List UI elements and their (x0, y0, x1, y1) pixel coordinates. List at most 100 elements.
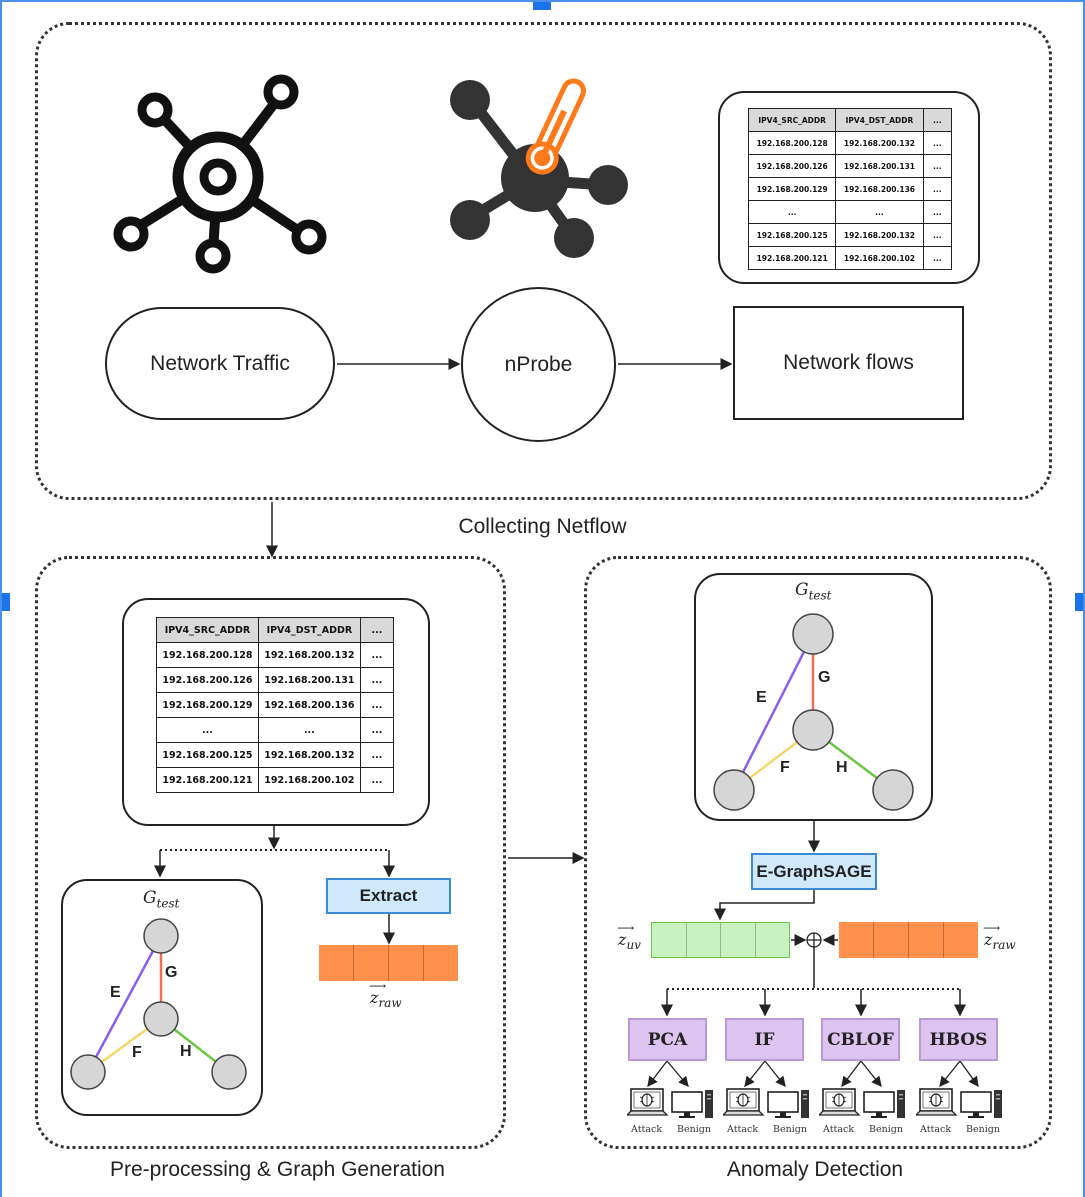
table-header: ... (359, 617, 395, 643)
attack-laptop-icon (819, 1088, 861, 1116)
benign-desktop-icon (960, 1090, 1002, 1118)
table-cell: 192.168.200.121 (747, 246, 837, 270)
table-cell: ... (359, 642, 395, 668)
table-cell: ... (257, 717, 361, 743)
table-cell: ... (359, 742, 395, 768)
selection-line-right (1083, 0, 1085, 1197)
benign-desktop-icon (863, 1090, 905, 1118)
table-cell: ... (922, 246, 953, 270)
z-raw-vector-right (839, 922, 978, 958)
table-cell: 192.168.200.131 (257, 667, 361, 693)
table-cell: ... (922, 200, 953, 224)
edge-label-g-right: G (818, 669, 831, 686)
z-raw-label-left: ⟶zraw (369, 979, 402, 1011)
preprocessing-frame (35, 556, 506, 1149)
table-cell: ... (922, 154, 953, 178)
model-pca: PCA (628, 1018, 707, 1061)
table-cell: 192.168.200.131 (835, 154, 924, 178)
graph-left (70, 918, 247, 1090)
edge-label-f-left: F (132, 1044, 142, 1061)
anomaly-detection-frame (584, 556, 1052, 1149)
graph-node (713, 769, 755, 811)
table-cell: 192.168.200.128 (156, 642, 259, 668)
selection-line-top (0, 0, 1085, 2)
graph-right (713, 613, 914, 811)
selection-handle-right[interactable] (1075, 593, 1085, 611)
table-header: ... (922, 108, 953, 132)
table-cell: ... (359, 667, 395, 693)
benign-label: Benign (677, 1124, 711, 1135)
edge-label-f-right: F (780, 759, 790, 776)
collecting-netflow-frame (35, 22, 1052, 500)
table-cell: 192.168.200.128 (747, 131, 837, 155)
network-hub-icon (113, 74, 327, 274)
table-cell: 192.168.200.102 (835, 246, 924, 270)
table-cell: 192.168.200.121 (156, 767, 259, 793)
table-header: IPV4_DST_ADDR (835, 108, 924, 132)
attack-label: Attack (631, 1124, 663, 1135)
benign-label: Benign (773, 1124, 807, 1135)
table-header: IPV4_DST_ADDR (257, 617, 361, 643)
z-raw-label-right: ⟶zraw (983, 921, 1016, 953)
model-cblof: CBLOF (821, 1018, 900, 1061)
z-uv-label: ⟶zuv (617, 921, 641, 953)
table-cell: 192.168.200.126 (747, 154, 837, 178)
model-hbos: HBOS (919, 1018, 998, 1061)
benign-label: Benign (966, 1124, 1000, 1135)
table-cell: 192.168.200.132 (257, 642, 361, 668)
edge-label-h-right: H (836, 759, 848, 776)
attack-label: Attack (920, 1124, 952, 1135)
table-cell: ... (359, 767, 395, 793)
selection-line-left (0, 0, 2, 1197)
graph-node (143, 1001, 179, 1037)
collecting-netflow-title: Collecting Netflow (458, 515, 627, 538)
table-header: IPV4_SRC_ADDR (156, 617, 259, 643)
graph-node (143, 918, 179, 954)
egraphsage-box: E-GraphSAGE (751, 853, 877, 890)
graph-node (792, 709, 834, 751)
table-cell: 192.168.200.126 (156, 667, 259, 693)
table-cell: 192.168.200.132 (835, 223, 924, 247)
attack-laptop-icon (627, 1088, 669, 1116)
edge-label-e-right: E (756, 689, 767, 706)
graph-title-right: Gtest (795, 580, 832, 603)
selection-handle-left[interactable] (0, 593, 10, 611)
z-uv-vector (651, 922, 790, 958)
table-cell: 192.168.200.136 (257, 692, 361, 718)
attack-laptop-icon (916, 1088, 958, 1116)
edge-label-e-left: E (110, 984, 121, 1001)
table-cell: ... (922, 223, 953, 247)
table-cell: ... (359, 717, 395, 743)
graph-node (792, 613, 834, 655)
selection-handle-top[interactable] (533, 0, 551, 10)
graph-title-left: Gtest (143, 888, 180, 911)
attack-laptop-icon (723, 1088, 765, 1116)
model-if: IF (725, 1018, 804, 1061)
table-cell: 192.168.200.132 (835, 131, 924, 155)
attack-label: Attack (823, 1124, 855, 1135)
benign-desktop-icon (671, 1090, 713, 1118)
edge-label-g-left: G (165, 964, 178, 981)
table-header: IPV4_SRC_ADDR (747, 108, 837, 132)
edge-label-h-left: H (180, 1043, 192, 1060)
z-raw-vector-left (319, 945, 458, 981)
nprobe-icon (450, 78, 628, 258)
network-traffic-node: Network Traffic (105, 307, 335, 420)
network-flows-node: Network flows (733, 306, 964, 420)
anomaly-detection-title: Anomaly Detection (726, 1158, 904, 1181)
preprocessing-title: Pre-processing & Graph Generation (109, 1158, 445, 1181)
